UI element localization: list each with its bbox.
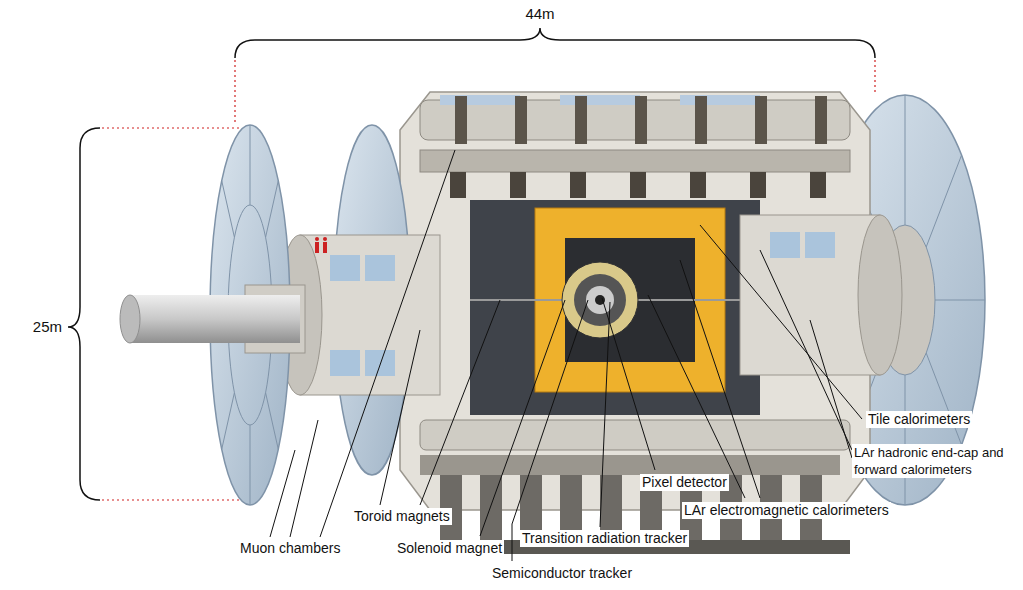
callout-label: 25m bbox=[31, 318, 64, 335]
callout-label: Pixel detector bbox=[640, 474, 729, 491]
dimension-brace bbox=[68, 28, 875, 500]
people-figures bbox=[315, 237, 327, 253]
beam-pipe-end bbox=[120, 295, 140, 343]
callout-label: LAr electromagnetic calorimeters bbox=[682, 502, 891, 519]
callout-label: Tile calorimeters bbox=[866, 411, 972, 428]
callout-label: Transition radiation tracker bbox=[520, 530, 689, 547]
callout-label: LAr hadronic end-cap and forward calorim… bbox=[852, 444, 1018, 478]
beam-pipe bbox=[130, 295, 300, 343]
end-cap bbox=[740, 215, 902, 375]
leader-line bbox=[270, 150, 862, 561]
support-structure bbox=[410, 420, 850, 554]
callout-label: 44m bbox=[523, 5, 556, 22]
detector-cavity bbox=[470, 200, 760, 415]
callout-label: Muon chambers bbox=[238, 540, 342, 557]
toroid-coils bbox=[420, 95, 850, 198]
dimension-guide bbox=[102, 60, 875, 500]
inner-tracker bbox=[562, 262, 638, 338]
callout-label: Semiconductor tracker bbox=[490, 565, 634, 582]
callout-label: Toroid magnets bbox=[352, 508, 452, 525]
callout-label: Solenoid magnet bbox=[395, 540, 504, 557]
